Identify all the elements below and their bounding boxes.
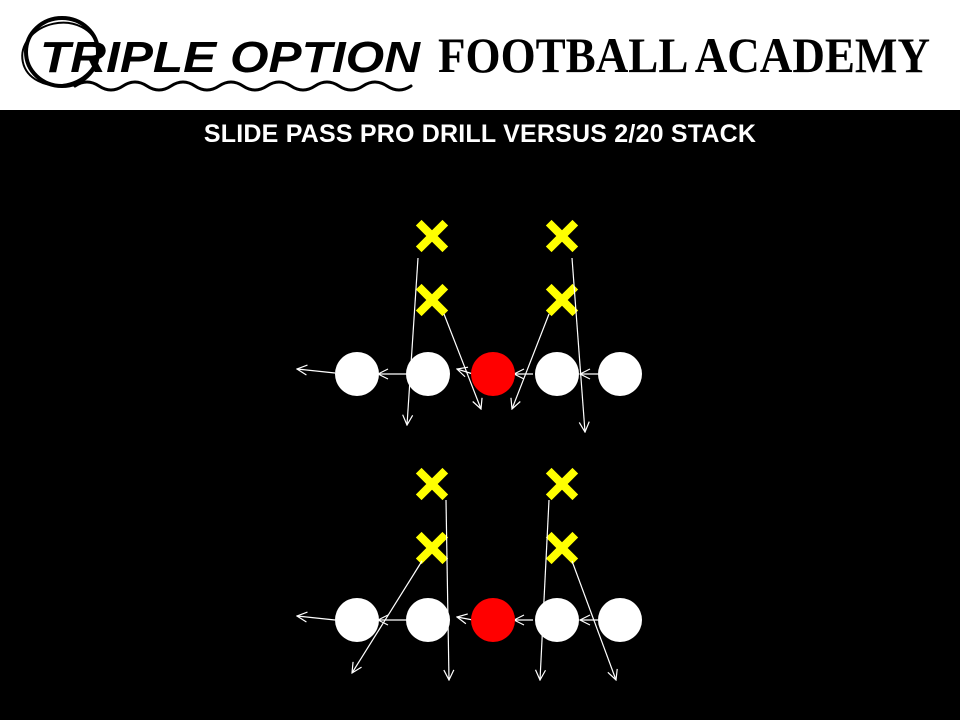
slide-arrow bbox=[297, 616, 336, 620]
logo-squiggle-icon bbox=[73, 80, 413, 92]
defender-path-arrow bbox=[443, 313, 481, 409]
offensive-lineman-circle bbox=[406, 352, 450, 396]
defender-path-arrow bbox=[446, 499, 449, 680]
offensive-lineman-circle bbox=[335, 598, 379, 642]
offensive-lineman-circle bbox=[598, 598, 642, 642]
defender-path-arrow bbox=[571, 257, 585, 432]
offensive-lineman-circle bbox=[598, 352, 642, 396]
defender-x-icon bbox=[415, 283, 449, 317]
offensive-lineman-circle bbox=[535, 598, 579, 642]
logo-ring-icon bbox=[21, 21, 99, 87]
header-banner: TRIPLE OPTION FOOTBALL ACADEMY bbox=[0, 0, 960, 110]
slide-arrow bbox=[297, 369, 336, 373]
defender-x-icon bbox=[545, 219, 579, 253]
formation-bottom bbox=[297, 467, 642, 680]
formation-top bbox=[297, 219, 642, 432]
academy-logo: TRIPLE OPTION FOOTBALL ACADEMY bbox=[21, 16, 930, 92]
center-red-circle bbox=[471, 352, 515, 396]
defender-x-icon bbox=[415, 531, 449, 565]
drill-title: SLIDE PASS PRO DRILL VERSUS 2/20 STACK bbox=[203, 120, 757, 148]
offensive-lineman-circle bbox=[335, 352, 379, 396]
defender-x-icon bbox=[545, 467, 579, 501]
defender-path-arrow bbox=[540, 499, 550, 680]
slide-arrow bbox=[457, 369, 474, 374]
slide-arrow bbox=[457, 617, 474, 620]
defender-path-arrow bbox=[407, 257, 419, 425]
defender-path-arrow bbox=[512, 313, 550, 409]
offensive-lineman-circle bbox=[535, 352, 579, 396]
offensive-lineman-circle bbox=[406, 598, 450, 642]
defender-x-icon bbox=[415, 467, 449, 501]
logo-text-triple-option: TRIPLE OPTION bbox=[40, 33, 421, 82]
defender-x-icon bbox=[415, 219, 449, 253]
logo-text-football-academy: FOOTBALL ACADEMY bbox=[438, 27, 930, 83]
defender-x-icon bbox=[545, 531, 579, 565]
defender-x-icon bbox=[545, 283, 579, 317]
center-red-circle bbox=[471, 598, 515, 642]
